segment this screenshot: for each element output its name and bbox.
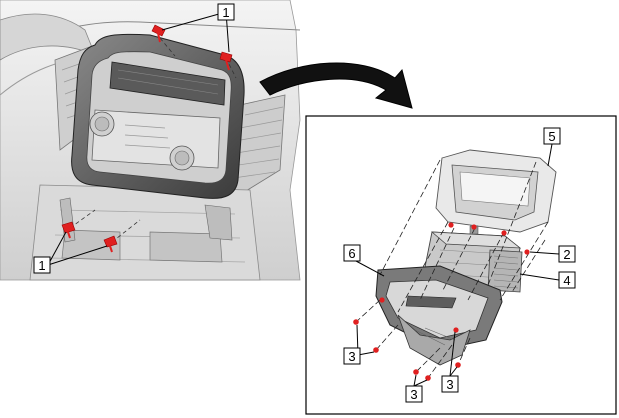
screw-icon — [455, 362, 461, 368]
screw-icon — [353, 319, 359, 325]
callout-label: 3 — [446, 377, 453, 392]
callout-label: 6 — [348, 246, 355, 261]
screw-icon — [471, 224, 477, 230]
screw-icon — [103, 235, 118, 253]
callout-1-bottom: 1 — [33, 231, 108, 274]
callout-label: 3 — [348, 349, 355, 364]
callout-label: 4 — [563, 273, 570, 288]
screw-icon — [379, 297, 385, 303]
screw-icon — [151, 24, 166, 43]
screw-icon — [219, 51, 233, 71]
callout-4: 4 — [519, 271, 576, 289]
screw-icon — [373, 347, 379, 353]
screw-icon — [425, 375, 431, 381]
trim-panel — [435, 149, 557, 233]
callout-5: 5 — [543, 127, 561, 167]
direction-arrow-icon — [259, 62, 413, 109]
heat-sink — [487, 249, 523, 293]
screw-icon — [61, 221, 76, 239]
callout-1-top: 1 — [161, 3, 235, 53]
screw-icon — [448, 222, 454, 228]
mounting-bracket — [375, 265, 503, 366]
callout-label: 1 — [38, 258, 45, 273]
callout-label: 1 — [222, 5, 229, 20]
callout-2: 2 — [529, 245, 576, 263]
callout-3-left: 3 — [343, 324, 375, 365]
screw-icon — [453, 327, 459, 333]
callout-label: 2 — [563, 247, 570, 262]
screw-icon — [501, 230, 507, 236]
callout-3-right: 3 — [441, 331, 459, 393]
detail-guide-lines — [355, 159, 549, 379]
callout-label: 5 — [548, 129, 555, 144]
screw-icon — [524, 249, 530, 255]
callout-3-mid: 3 — [405, 374, 428, 403]
callout-6: 6 — [343, 244, 385, 277]
dashboard-illustration — [0, 0, 301, 281]
screw-icon — [413, 369, 419, 375]
callout-label: 3 — [410, 387, 417, 402]
